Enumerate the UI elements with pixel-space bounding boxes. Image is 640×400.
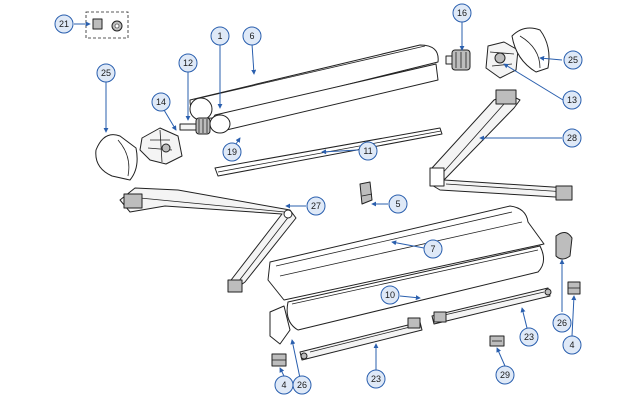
svg-text:14: 14 — [156, 97, 166, 107]
svg-text:27: 27 — [311, 201, 321, 211]
svg-text:12: 12 — [183, 58, 193, 68]
part-21-screws — [85, 11, 129, 39]
svg-text:26: 26 — [297, 380, 307, 390]
callout-21: 21 — [54, 14, 74, 34]
svg-text:6: 6 — [249, 31, 254, 41]
callout-1: 1 — [210, 26, 230, 46]
callout-23-left: 23 — [366, 369, 386, 389]
svg-text:4: 4 — [281, 380, 286, 390]
part-4-left-bracket — [271, 353, 287, 367]
svg-text:1: 1 — [217, 31, 222, 41]
part-7-cassette-top — [267, 205, 545, 301]
callout-25-right: 25 — [563, 50, 583, 70]
part-27-left-arm — [119, 187, 297, 293]
svg-text:13: 13 — [567, 95, 577, 105]
svg-text:4: 4 — [569, 340, 574, 350]
callout-14: 14 — [151, 92, 171, 112]
callout-29: 29 — [495, 365, 515, 385]
callout-4-left: 4 — [274, 375, 294, 395]
callout-25-left: 25 — [96, 63, 116, 83]
svg-text:19: 19 — [227, 147, 237, 157]
part-23-left-rail — [299, 317, 423, 361]
callout-12: 12 — [178, 53, 198, 73]
part-28-right-arm — [429, 89, 573, 201]
svg-text:28: 28 — [567, 133, 577, 143]
svg-text:7: 7 — [430, 244, 435, 254]
part-14-gear-assembly — [139, 127, 183, 165]
part-5-bracket — [359, 181, 373, 205]
callout-11: 11 — [358, 141, 378, 161]
callout-26-left: 26 — [292, 375, 312, 395]
part-10-front-cover — [286, 245, 544, 331]
part-25-right-cover — [511, 27, 550, 73]
callout-26-right: 26 — [552, 313, 572, 333]
callout-7: 7 — [423, 239, 443, 259]
callout-27: 27 — [306, 196, 326, 216]
part-26-right-endcap — [555, 232, 573, 260]
svg-text:10: 10 — [385, 290, 395, 300]
svg-text:16: 16 — [457, 8, 467, 18]
callout-23-right: 23 — [519, 327, 539, 347]
part-23-right-rail — [431, 287, 552, 325]
callout-16: 16 — [452, 3, 472, 23]
callout-28: 28 — [562, 128, 582, 148]
svg-text:21: 21 — [59, 19, 69, 29]
svg-text:23: 23 — [524, 332, 534, 342]
leader-lines — [74, 21, 577, 379]
part-29-clip — [489, 335, 505, 347]
part-12-end-plug — [179, 117, 211, 135]
part-25-left-cover — [95, 134, 138, 181]
callout-4-right: 4 — [562, 335, 582, 355]
svg-text:25: 25 — [568, 55, 578, 65]
svg-text:5: 5 — [395, 199, 400, 209]
part-4-right-bracket — [567, 281, 581, 295]
svg-text:29: 29 — [500, 370, 510, 380]
callout-6: 6 — [242, 26, 262, 46]
callout-10: 10 — [380, 285, 400, 305]
part-6-roller-tube — [189, 44, 439, 121]
svg-text:11: 11 — [363, 146, 372, 156]
svg-text:25: 25 — [101, 68, 111, 78]
svg-text:23: 23 — [371, 374, 381, 384]
part-16-coupling — [445, 49, 471, 71]
part-26-left-endcap — [269, 305, 291, 345]
svg-text:26: 26 — [557, 318, 567, 328]
part-13-right-gear — [485, 41, 519, 79]
callout-13: 13 — [562, 90, 582, 110]
callout-19: 19 — [222, 142, 242, 162]
callout-5: 5 — [388, 194, 408, 214]
